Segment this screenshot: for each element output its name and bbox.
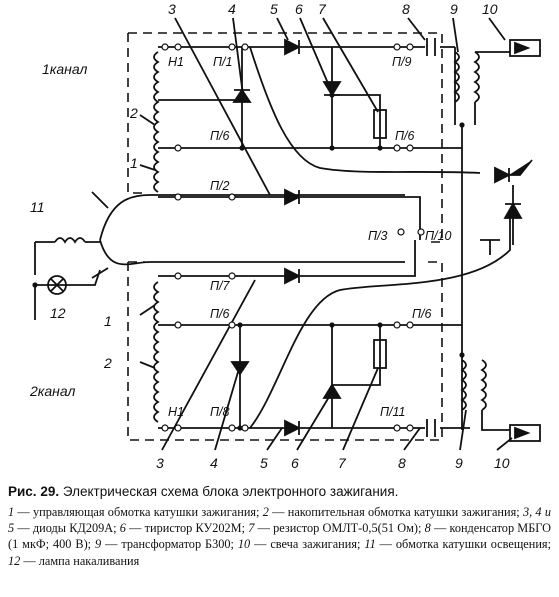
diode-3-bottom — [284, 267, 302, 285]
pin-p6-b: П/6 — [395, 129, 415, 143]
left-num-12: 12 — [50, 305, 66, 321]
legend-item: 2 — накопительная обмотка катушки зажига… — [262, 505, 520, 519]
ch2-storage-winding — [153, 281, 160, 423]
pin-p6-c: П/6 — [210, 307, 230, 321]
pin-p9: П/9 — [392, 55, 412, 69]
ch2-transformer — [460, 355, 510, 431]
bottom-num-10: 10 — [494, 455, 510, 471]
common-thyristor — [494, 159, 533, 184]
bottom-num-6: 6 — [291, 455, 299, 471]
ch1-storage-winding — [153, 51, 160, 193]
figure-caption-title: Рис. 29. Электрическая схема блока элект… — [8, 484, 551, 499]
ignition-circuit-diagram: 1канал 2канал 3 4 5 6 7 8 9 10 3 4 5 6 7… — [29, 1, 541, 471]
legend-item: 12 — лампа накаливания — [8, 553, 140, 568]
pin-p10: П/10 — [425, 229, 451, 243]
pin-p6-a: П/6 — [210, 129, 230, 143]
capacitor-8-top — [426, 38, 436, 56]
top-num-3: 3 — [168, 1, 176, 17]
ch1-transformer — [453, 47, 510, 125]
top-num-4: 4 — [228, 1, 236, 17]
diode-4-bottom — [230, 361, 250, 376]
figure-title: Электрическая схема блока электронного з… — [62, 484, 399, 499]
left-num-11: 11 — [30, 199, 45, 215]
thyristor-6-bottom — [322, 383, 342, 399]
top-num-7: 7 — [318, 1, 327, 17]
left-num-2-top: 2 — [129, 105, 138, 121]
pin-h1-top: Н1 — [168, 55, 184, 69]
left-num-1-bottom: 1 — [104, 313, 112, 329]
bottom-num-5: 5 — [260, 455, 268, 471]
top-num-10: 10 — [482, 1, 498, 17]
pin-p8: П/8 — [210, 405, 230, 419]
resistor-7-top — [373, 109, 387, 139]
legend-item: 6 — тиристор КУ202М; — [119, 521, 245, 536]
ch1-thyristor-branch — [331, 47, 381, 148]
pin-p2: П/2 — [210, 179, 230, 193]
diode-3-top — [284, 188, 302, 206]
left-num-1-top: 1 — [130, 155, 138, 171]
figure-legend: 1 — управляющая обмотка катушки зажигани… — [8, 504, 551, 569]
pin-p1: П/1 — [213, 55, 232, 69]
spark-plug-10-bottom — [509, 424, 541, 442]
legend-item: 3, 4 и 5 — диоды КД209А; — [8, 505, 551, 536]
channel2-block-outline — [127, 261, 443, 441]
capacitor-8-bottom — [426, 419, 436, 437]
resistor-7-bottom — [373, 339, 387, 369]
legend-item: 10 — свеча зажигания; — [237, 537, 361, 552]
pin-p11: П/11 — [380, 405, 406, 419]
bottom-num-8: 8 — [398, 455, 406, 471]
channel2-label: 2канал — [29, 383, 76, 399]
top-num-5: 5 — [270, 1, 278, 17]
diode-5-bottom — [284, 419, 302, 437]
lighting-coil — [34, 237, 101, 286]
cable-branch — [91, 191, 109, 279]
legend-item: 1 — управляющая обмотка катушки зажигани… — [8, 505, 260, 519]
legend-item: 7 — резистор ОМЛТ-0,5(51 Ом); — [248, 521, 422, 536]
bottom-num-4: 4 — [210, 455, 218, 471]
legend-item: 9 — трансформатор Б300; — [95, 537, 234, 552]
pin-h1-bottom: Н1 — [168, 405, 184, 419]
bottom-num-3: 3 — [156, 455, 164, 471]
figure-number: Рис. 29. — [8, 484, 60, 499]
legend-item: 8 — конденсатор МБГО (1 мкФ; 400 В); — [8, 521, 551, 552]
ch1-curve-wire — [249, 46, 481, 174]
bottom-num-9: 9 — [455, 455, 463, 471]
spark-plug-10-top — [509, 39, 541, 57]
bottom-num-7: 7 — [338, 455, 347, 471]
ch2-thyristor-branch — [331, 325, 381, 428]
pin-p3: П/3 — [368, 229, 388, 243]
pin-p7: П/7 — [210, 279, 231, 293]
channel1-label: 1канал — [42, 61, 88, 77]
pin-p6-d: П/6 — [412, 307, 432, 321]
diode-5-top — [284, 38, 302, 56]
lamp-symbol — [47, 275, 67, 295]
top-num-9: 9 — [450, 1, 458, 17]
top-num-6: 6 — [295, 1, 303, 17]
cable-bundle — [99, 194, 405, 266]
ch2-curve-wire — [249, 210, 511, 429]
top-num-8: 8 — [402, 1, 410, 17]
legend-item: 11 — обмотка катушки освещения; — [364, 537, 551, 552]
left-num-2-bottom: 2 — [103, 355, 112, 371]
